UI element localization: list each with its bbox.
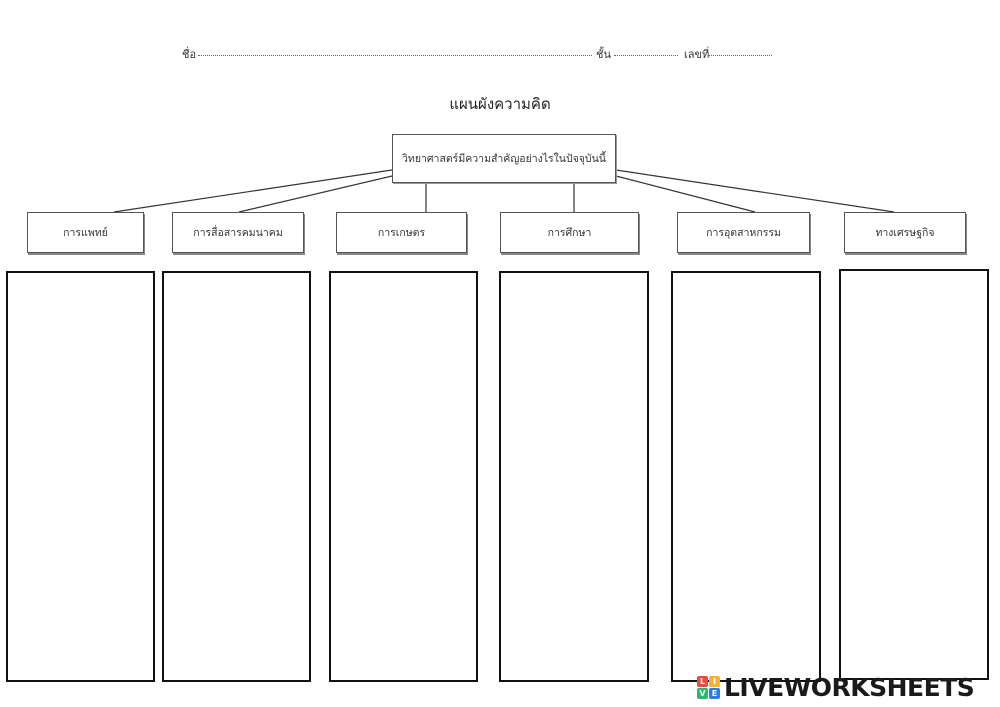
- category-box-industry: การอุตสาหกรรม: [677, 212, 810, 253]
- connector-line: [615, 169, 895, 213]
- number-label: เลขที่: [684, 48, 710, 61]
- connector-line: [238, 175, 393, 213]
- liveworksheets-watermark: L I V E LIVEWORKSHEETS: [697, 670, 975, 704]
- liveworksheets-logo-icon: L I V E: [697, 675, 720, 699]
- category-label: การศึกษา: [547, 227, 592, 239]
- connector-line: [615, 175, 756, 213]
- category-label: ทางเศรษฐกิจ: [875, 227, 935, 239]
- category-label: การอุตสาหกรรม: [706, 227, 781, 239]
- connector-line: [113, 169, 393, 213]
- name-field[interactable]: [198, 45, 592, 56]
- answer-column-communication[interactable]: [162, 271, 311, 682]
- category-label: การแพทย์: [63, 227, 108, 239]
- answer-column-economy[interactable]: [839, 269, 989, 680]
- number-field[interactable]: [708, 45, 772, 56]
- central-topic-box: วิทยาศาสตร์มีความสำคัญอย่างไรในปัจจุบันน…: [392, 134, 616, 183]
- watermark-text: LIVEWORKSHEETS: [724, 672, 975, 702]
- category-label: การเกษตร: [377, 227, 426, 239]
- category-label: การสื่อสารคมนาคม: [193, 227, 283, 239]
- answer-column-agriculture[interactable]: [329, 271, 478, 682]
- answer-column-industry[interactable]: [671, 271, 821, 682]
- category-box-medicine: การแพทย์: [27, 212, 144, 253]
- student-info-line: ชื่อ ชั้น เลขที่: [0, 45, 1000, 65]
- category-box-agriculture: การเกษตร: [336, 212, 467, 253]
- category-box-communication: การสื่อสารคมนาคม: [172, 212, 304, 253]
- category-box-economy: ทางเศรษฐกิจ: [844, 212, 966, 253]
- answer-column-education[interactable]: [499, 271, 649, 682]
- class-label: ชั้น: [596, 48, 611, 61]
- class-field[interactable]: [614, 45, 678, 56]
- page-title: แผนผังความคิด: [449, 95, 551, 113]
- name-label: ชื่อ: [182, 48, 197, 61]
- central-topic-text: วิทยาศาสตร์มีความสำคัญอย่างไรในปัจจุบันน…: [402, 153, 606, 165]
- category-box-education: การศึกษา: [500, 212, 639, 253]
- answer-column-medicine[interactable]: [6, 271, 155, 682]
